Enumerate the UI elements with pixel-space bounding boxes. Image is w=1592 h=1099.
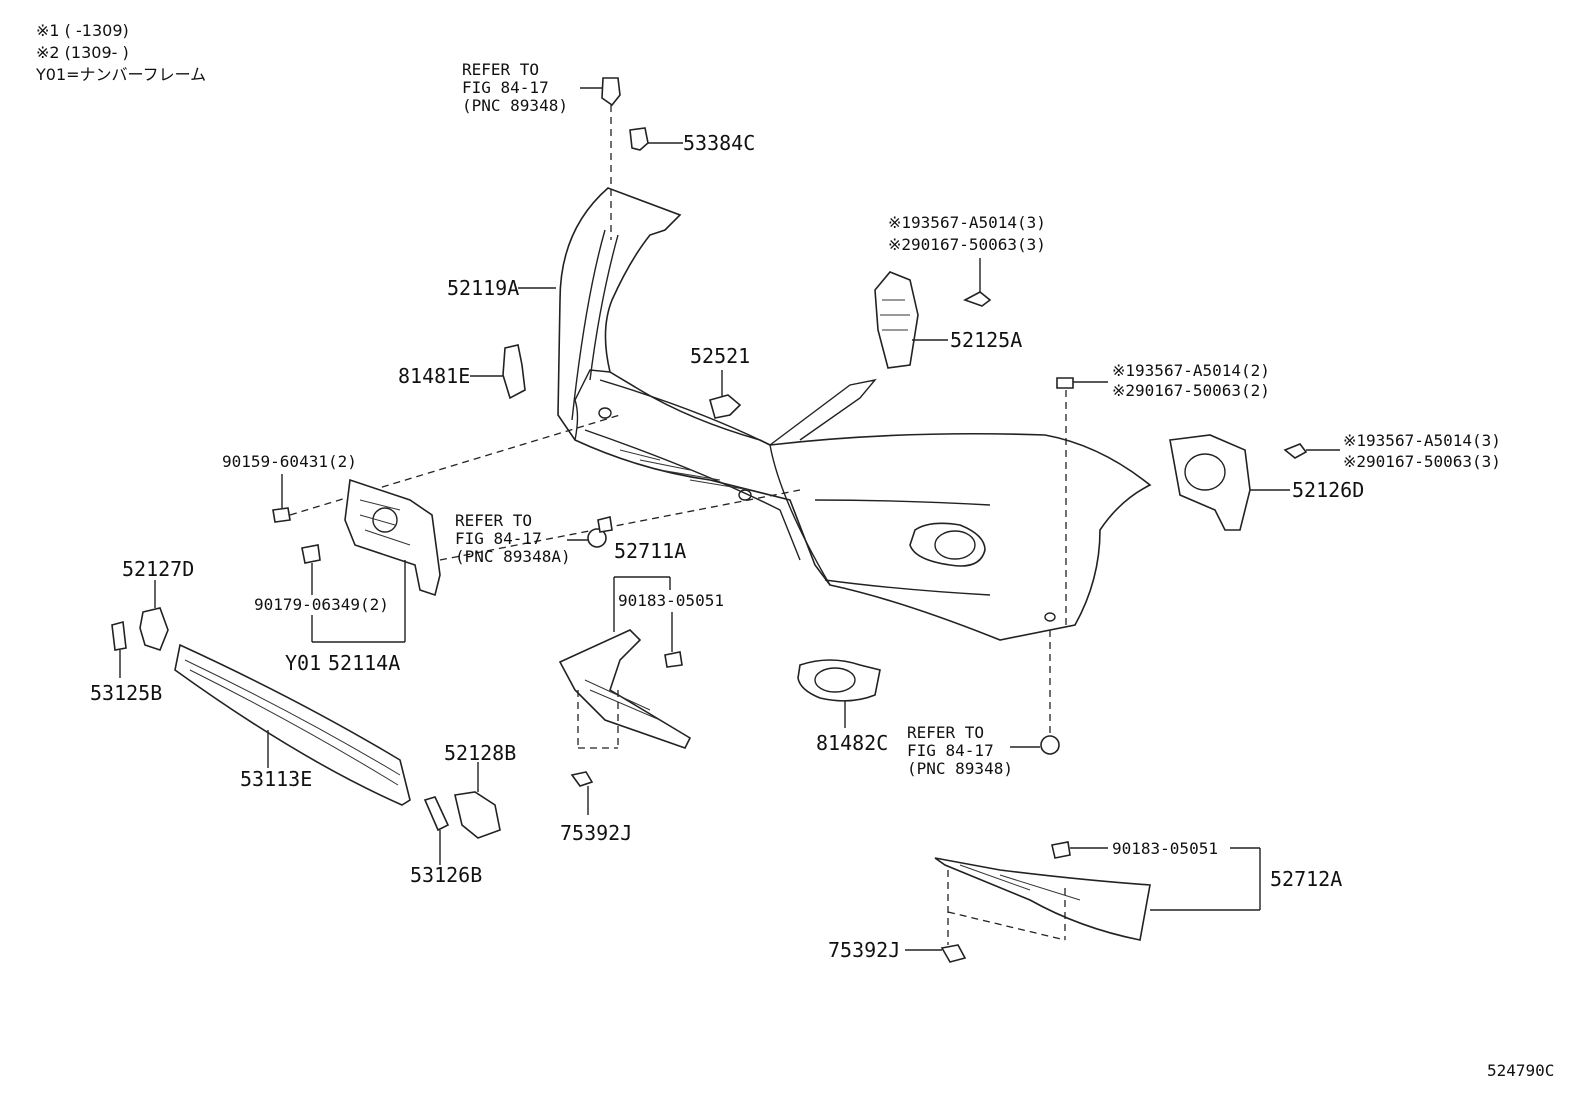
label-52126D-note1: ※193567-A5014(3) [1343,431,1501,450]
label-52114A: 52114A [328,651,400,675]
grommet-right [1010,630,1060,755]
bumper-cover [557,187,1152,641]
plate-frame-52114A [301,478,801,643]
note-3: Y01=ナンバーフレーム [35,65,206,84]
label-81482C: 81482C [816,731,888,755]
label-52119A: 52119A [447,276,519,300]
figure-code: 524790C [1487,1061,1554,1080]
label-90183-left: 90183-05051 [618,591,724,610]
grille-53113E [174,643,411,806]
bracket-52125A [874,258,992,369]
label-bumper-note2: ※290167-50063(2) [1112,381,1270,400]
note-1: ※1 ( -1309) [36,21,129,40]
clip-53384C [629,127,683,151]
bezel-81482C [797,659,881,728]
part-52128B [454,762,501,839]
screw-90159 [272,414,621,523]
part-52521 [709,370,742,419]
label-52127D: 52127D [122,557,194,581]
ref-right-line3: (PNC 89348) [907,759,1013,778]
bracket-52711A [558,576,692,815]
label-81481E: 81481E [398,364,470,388]
label-53113E: 53113E [240,767,312,791]
label-53125B: 53125B [90,681,162,705]
label-bumper-note1: ※193567-A5014(2) [1112,361,1270,380]
ref-top-line1: REFER TO [462,60,539,79]
grommet-mid [567,516,613,548]
note-2: ※2 (1309- ) [36,43,129,62]
part-52127D [139,580,169,651]
screw-bumper [1056,377,1108,630]
label-53126B: 53126B [410,863,482,887]
label-52125A-note2: ※290167-50063(3) [888,235,1046,254]
label-52712A: 52712A [1270,867,1342,891]
ref-top-line3: (PNC 89348) [462,96,568,115]
label-Y01: Y01 [285,651,321,675]
ref-mid-line3: (PNC 89348A) [455,547,571,566]
bracket-52126D [1169,434,1340,531]
label-90183-right: 90183-05051 [1112,839,1218,858]
label-75392J-left: 75392J [560,821,632,845]
label-52128B: 52128B [444,741,516,765]
grommet-top [580,77,621,240]
label-52126D: 52126D [1292,478,1364,502]
label-52711A: 52711A [614,539,686,563]
bracket-52712A [905,841,1261,963]
label-90159: 90159-60431(2) [222,452,357,471]
part-53125B [111,620,127,678]
label-90179: 90179-06349(2) [254,595,389,614]
label-53384C: 53384C [683,131,755,155]
ref-top-line2: FIG 84-17 [462,78,549,97]
label-52126D-note2: ※290167-50063(3) [1343,452,1501,471]
part-53126B [423,796,450,865]
part-81481E [470,344,526,400]
label-52125A-note1: ※193567-A5014(3) [888,213,1046,232]
label-52521: 52521 [690,344,750,368]
label-52125A: 52125A [950,328,1022,352]
ref-mid-line2: FIG 84-17 [455,529,542,548]
ref-mid-line1: REFER TO [455,511,532,530]
label-75392J-right: 75392J [828,938,900,962]
ref-right-line2: FIG 84-17 [907,741,994,760]
ref-right-line1: REFER TO [907,723,984,742]
